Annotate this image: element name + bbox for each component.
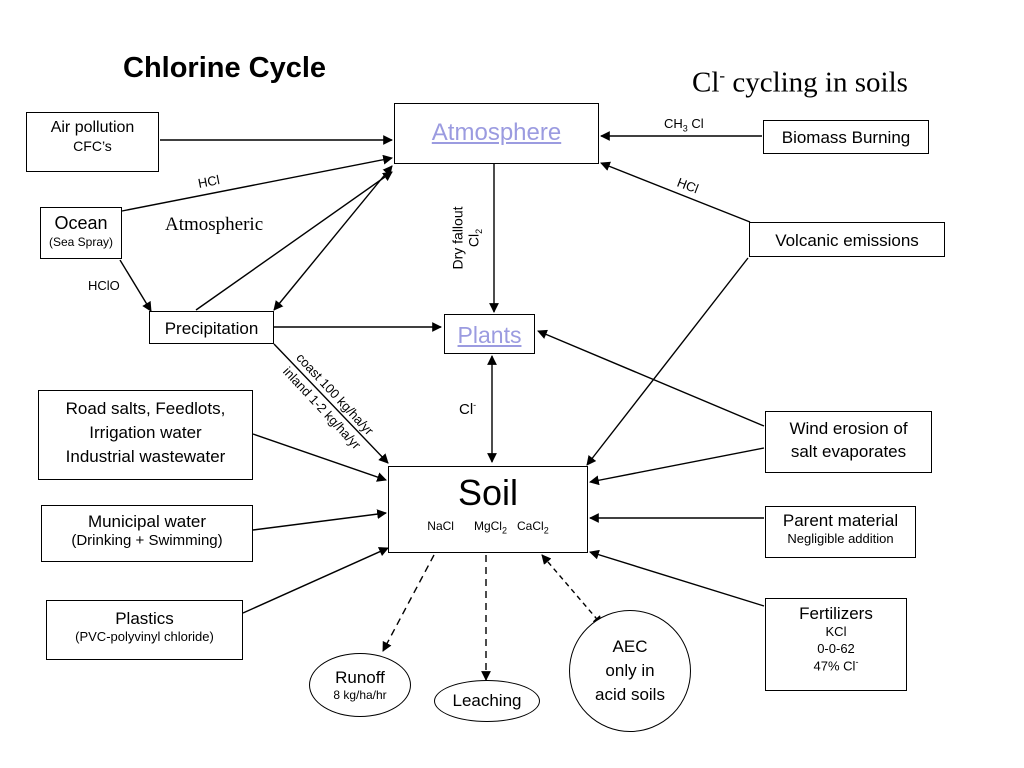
cl-minus-sup: -	[473, 400, 477, 410]
soil-mgcl-sub: 2	[501, 524, 507, 535]
runoff-rate: 8 kg/ha/hr	[333, 688, 387, 703]
label-cl-minus: Cl-	[459, 400, 476, 418]
arrow-wind-soil	[589, 447, 765, 486]
biomass-label: Biomass Burning	[781, 128, 911, 147]
ocean-label: Ocean	[54, 213, 108, 233]
parent-label: Parent material	[782, 511, 899, 530]
ocean-sub: (Sea Spray)	[48, 234, 114, 249]
node-atmosphere[interactable]: Atmosphere	[394, 103, 599, 164]
arrow-precipitation-soil	[273, 343, 389, 464]
arrow-volcanic-atmosphere	[600, 161, 751, 223]
soil-compounds: NaCl MgCl2 CaCl2	[389, 519, 587, 537]
cl-minus-a: Cl	[459, 401, 474, 418]
dry-fallout-cl2: Cl2	[465, 206, 484, 269]
arrow-soil-runoff	[382, 554, 435, 652]
plastics-sub: (PVC-polyvinyl chloride)	[75, 629, 214, 645]
arrow-precipitation-atmosphere	[273, 165, 393, 311]
arrow-soil-aec	[541, 554, 603, 626]
leaching-label: Leaching	[452, 691, 522, 711]
label-atmospheric: Atmospheric	[165, 214, 264, 235]
dry-fallout-text: Dry fallout	[449, 206, 466, 270]
municipal-label: Municipal water	[87, 512, 207, 531]
label-dry-fallout: Dry fallout Cl2	[449, 206, 484, 269]
soil-nacl: NaCl	[427, 518, 454, 533]
node-soil: Soil NaCl MgCl2 CaCl2	[388, 466, 588, 553]
aec-line2: only in	[605, 661, 655, 681]
aec-line3: acid soils	[595, 684, 665, 704]
municipal-sub: (Drinking + Swimming)	[71, 532, 223, 550]
wind-line2: salt evaporates	[790, 441, 907, 461]
arrow-ocean-precipitation	[119, 259, 152, 312]
node-parent-material: Parent material Negligible addition	[765, 506, 916, 558]
fertilizers-percent-sup: -	[855, 656, 859, 667]
subtitle-rest: cycling in soils	[725, 66, 908, 99]
soil-cacl: CaCl	[517, 518, 544, 533]
fertilizers-percent: 47% Cl-	[766, 657, 906, 675]
plastics-label: Plastics	[115, 609, 174, 628]
node-aec: AEC only in acid soils	[569, 610, 691, 732]
fertilizers-kcl: KCl	[825, 624, 847, 640]
cl2-sub: 2	[474, 228, 485, 234]
fertilizers-percent-text: 47% Cl	[813, 658, 856, 674]
diagram-subtitle: Cl- cycling in soils	[692, 66, 908, 100]
node-wind-erosion: Wind erosion of salt evaporates	[765, 411, 932, 473]
node-air-pollution: Air pollution CFC’s	[26, 112, 159, 172]
road-salts-line3: Industrial wastewater	[65, 446, 226, 466]
node-road-salts: Road salts, Feedlots, Irrigation water I…	[38, 390, 253, 480]
node-plastics: Plastics (PVC-polyvinyl chloride)	[46, 600, 243, 660]
atmosphere-link[interactable]: Atmosphere	[431, 119, 562, 146]
plants-link[interactable]: Plants	[457, 322, 522, 348]
node-plants[interactable]: Plants	[444, 314, 535, 354]
wind-line1: Wind erosion of	[789, 419, 908, 438]
arrow-precipitation-atmosphere-2	[195, 171, 393, 311]
ch3cl-a: CH	[664, 116, 683, 131]
label-ch3cl: CH3 Cl	[664, 116, 704, 134]
arrow-volcanic-soil	[586, 257, 749, 466]
node-precipitation: Precipitation	[149, 311, 274, 344]
soil-title: Soil	[457, 472, 519, 513]
arrow-fertilizers-soil	[589, 549, 765, 607]
road-salts-line2: Irrigation water	[89, 422, 202, 442]
volcanic-label: Volcanic emissions	[775, 231, 919, 250]
soil-cacl-sub: 2	[543, 524, 549, 535]
subtitle-cl: Cl	[692, 66, 720, 99]
node-fertilizers: Fertilizers KCl 0-0-62 47% Cl-	[765, 598, 907, 691]
fertilizers-grade: 0-0-62	[817, 640, 855, 656]
arrow-plastics-soil	[242, 547, 389, 614]
soil-mgcl: MgCl	[473, 518, 502, 533]
node-ocean: Ocean (Sea Spray)	[40, 207, 122, 259]
ch3cl-sub: 3	[682, 123, 688, 134]
cl2-a: Cl	[465, 233, 482, 248]
subtitle-sup: -	[719, 66, 726, 85]
label-hclo: HClO	[88, 278, 120, 293]
precipitation-label: Precipitation	[164, 319, 259, 338]
air-pollution-label: Air pollution	[50, 119, 135, 136]
arrow-municipal-soil	[252, 509, 387, 531]
diagram-title: Chlorine Cycle	[123, 52, 327, 84]
arrow-roadsalts-soil	[252, 433, 387, 482]
fertilizers-label: Fertilizers	[799, 604, 873, 623]
node-volcanic-emissions: Volcanic emissions	[749, 222, 945, 257]
runoff-label: Runoff	[335, 667, 385, 687]
node-biomass-burning: Biomass Burning	[763, 120, 929, 154]
air-pollution-sub: CFC’s	[73, 138, 112, 154]
node-runoff: Runoff 8 kg/ha/hr	[309, 653, 411, 717]
aec-line1: AEC	[612, 637, 648, 657]
ch3cl-b: Cl	[687, 116, 704, 131]
arrow-ocean-atmosphere	[121, 154, 393, 212]
road-salts-line1: Road salts, Feedlots,	[65, 399, 226, 418]
node-municipal-water: Municipal water (Drinking + Swimming)	[41, 505, 253, 562]
arrow-wind-plants	[537, 329, 765, 427]
parent-sub: Negligible addition	[787, 531, 894, 547]
node-leaching: Leaching	[434, 680, 540, 722]
